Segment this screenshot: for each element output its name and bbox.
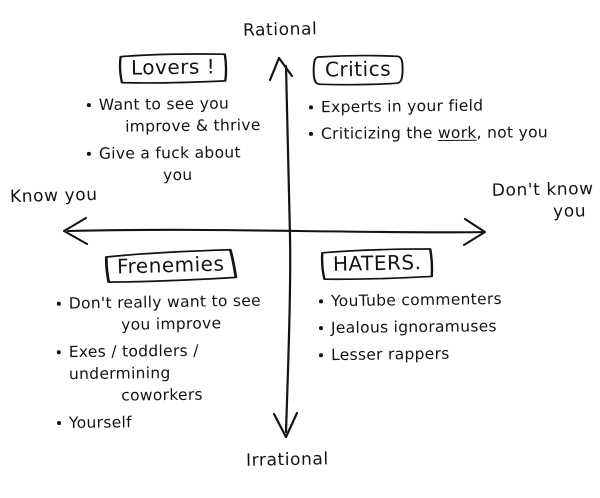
axis-label-dont-know-you: Don't know you [492, 179, 595, 224]
bullet-line: improve & thrive [125, 116, 261, 136]
bullet-line: Jealous ignoramuses [330, 317, 497, 337]
bullet-line: you improve [121, 314, 222, 334]
axis-label-rational: Rational [242, 19, 318, 41]
bullet-line: Yourself [68, 413, 132, 432]
bullet-line: Experts in your field [320, 96, 484, 117]
bullet-line: Lesser rappers [330, 344, 450, 365]
bullet-line: Don't really want to see [68, 291, 262, 313]
quadrant-title-haters: HATERS. [320, 247, 435, 281]
bullet-line: you [163, 165, 193, 185]
bullet-line: coworkers [121, 385, 203, 405]
bullet-text-post: , not you [476, 123, 549, 142]
axis-label-dont-know-you-line1: Don't know [491, 179, 594, 201]
quadrant-haters: HATERS. YouTube commenters Jealous ignor… [318, 248, 528, 370]
list-item: Exes / toddlers / undermining coworkers [56, 339, 293, 407]
quadrant-title-critics: Critics [312, 54, 404, 87]
bullet-text-emphasis: work [437, 123, 477, 143]
quadrant-haters-bullets: YouTube commenters Jealous ignoramuses L… [318, 289, 528, 365]
list-item: Don't really want to see you improve [56, 289, 293, 337]
list-item: Yourself [56, 410, 292, 434]
quadrant-frenemies: Frenemies Don't really want to see you i… [56, 248, 292, 438]
bullet-line: Want to see you [98, 94, 230, 115]
quadrant-lovers-bullets: Want to see you improve & thrive Give a … [86, 93, 282, 186]
bullet-line: YouTube commenters [330, 289, 503, 311]
quadrant-critics: Critics Experts in your field Criticizin… [308, 54, 578, 149]
list-item: YouTube commenters [318, 288, 528, 313]
quadrant-title-critics-text: Critics [324, 56, 392, 82]
bullet-line: Criticizing the work, not you [321, 121, 578, 145]
quadrant-frenemies-bullets: Don't really want to see you improve Exe… [56, 291, 292, 433]
quadrant-title-haters-text: HATERS. [332, 250, 422, 276]
list-item: Lesser rappers [318, 342, 528, 367]
quadrant-critics-bullets: Experts in your field Criticizing the wo… [308, 95, 578, 144]
bullet-line: Give a fuck about [98, 143, 241, 163]
list-item: Jealous ignoramuses [318, 315, 528, 339]
axis-label-irrational: Irrational [245, 449, 329, 471]
quadrant-title-frenemies-text: Frenemies [116, 251, 225, 279]
list-item: Give a fuck about you [86, 141, 282, 187]
axis-label-dont-know-you-line2: you [552, 201, 587, 222]
bullet-line: Exes / toddlers / undermining [68, 341, 199, 384]
quadrant-title-lovers-text: Lovers ! [130, 54, 216, 80]
list-item: Want to see you improve & thrive [86, 92, 283, 138]
quadrant-title-frenemies: Frenemies [104, 248, 238, 284]
quadrant-title-lovers: Lovers ! [118, 51, 229, 85]
quadrant-lovers: Lovers ! Want to see you improve & thriv… [86, 52, 282, 191]
axis-label-know-you: Know you [9, 184, 98, 208]
bullet-text-pre: Criticizing the [320, 124, 438, 143]
list-item: Criticizing the work, not you [308, 121, 578, 145]
list-item: Experts in your field [308, 94, 578, 119]
